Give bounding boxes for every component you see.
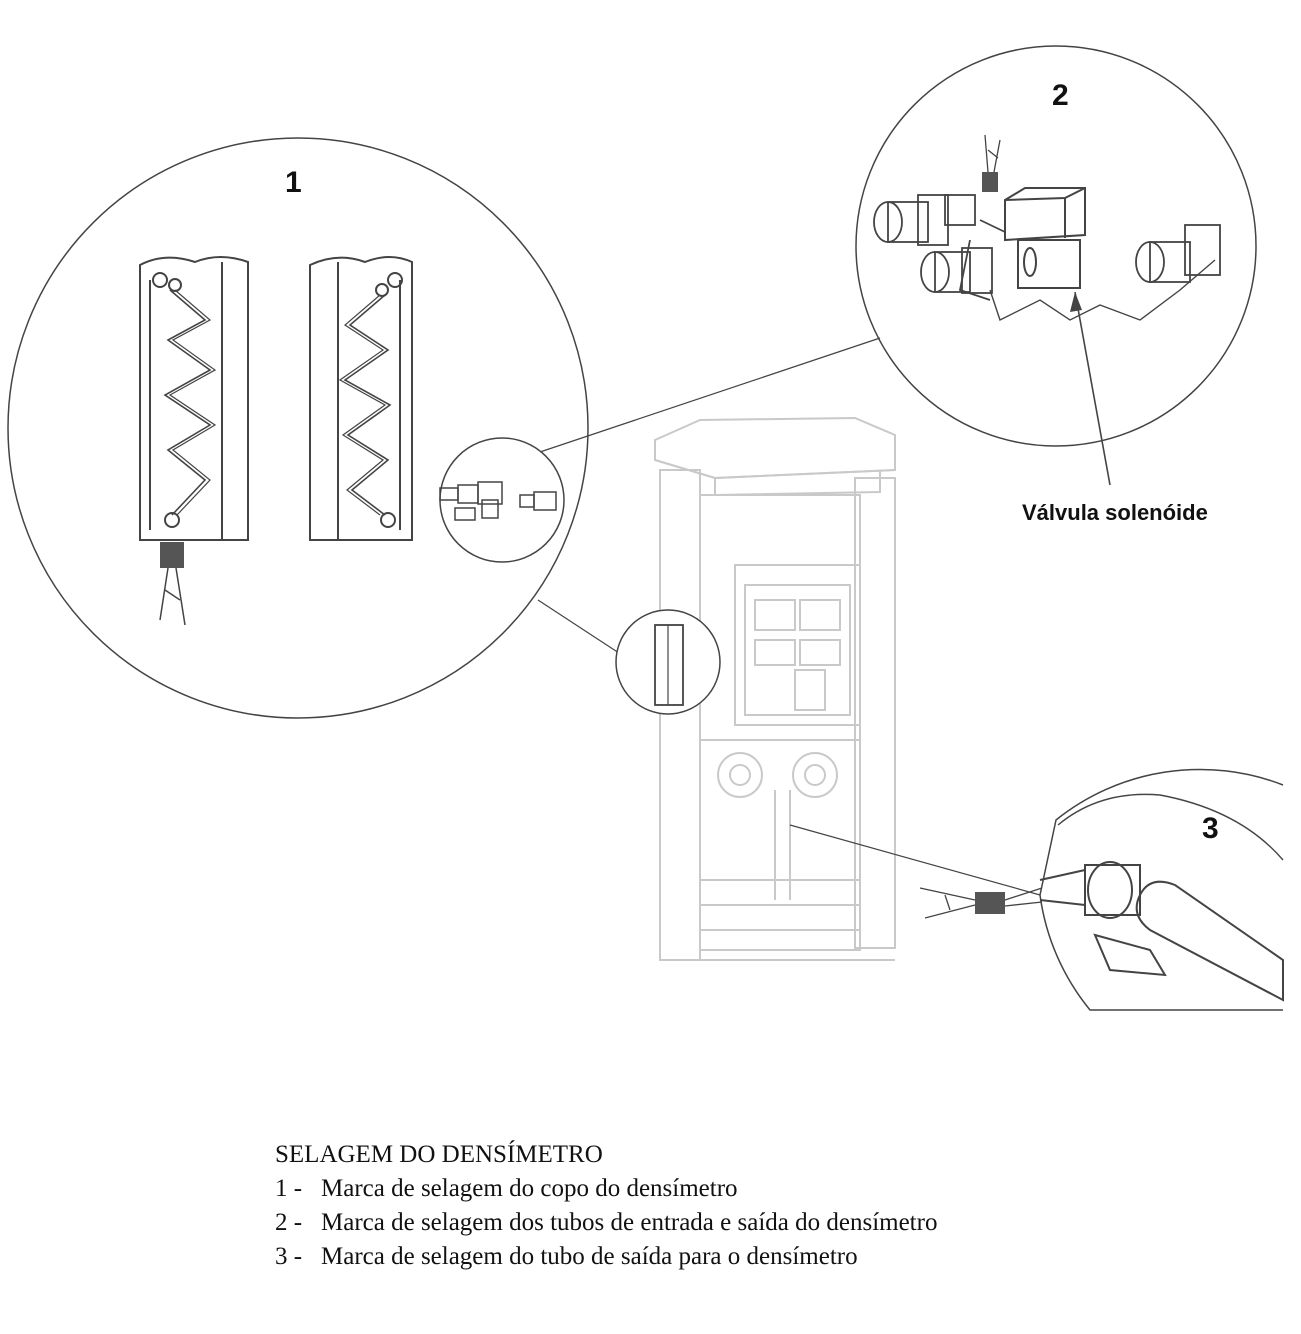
solenoid-valve [1004,187,1086,289]
densimeter-cup-left [139,256,249,541]
seal-tag-2 [982,172,998,192]
fittings-small-circle [439,437,565,563]
caption-item-number: 3 - [275,1243,303,1270]
callout-number-2: 2 [1052,79,1069,112]
pump-cabinet [654,416,896,961]
caption-title: SELAGEM DO DENSÍMETRO [275,1141,603,1168]
caption-item-text: Marca de selagem dos tubos de entrada e … [321,1209,938,1236]
callout-number-3: 3 [1202,812,1219,845]
seal-tag-3 [975,892,1005,914]
caption-item-text: Marca de selagem do tubo de saída para o… [321,1243,858,1270]
connector-lines [537,337,1041,896]
valve-label: Válvula solenóide [1022,500,1208,525]
caption-block: SELAGEM DO DENSÍMETRO 1 - Marca de selage… [275,1138,1275,1274]
detail-circle-2: 2 [855,45,1257,486]
diagram-svg: 1 [7,45,1284,1011]
seal-tag-1 [160,542,184,568]
densimeter-cup-right [309,256,413,541]
detail-circle-1: 1 [7,137,589,719]
caption-item-text: Marca de selagem do copo do densímetro [321,1175,738,1202]
caption-item-number: 1 - [275,1175,303,1202]
seal-wire-1 [159,567,186,626]
cabinet-cup-circle [615,609,721,715]
caption-item-number: 2 - [275,1209,303,1236]
pipe-fittings [873,194,1221,321]
detail-circle-3: 3 [919,768,1284,1011]
callout-number-1: 1 [285,166,302,199]
valve-pointer-line [1074,291,1111,486]
caption-item-2: 2 - Marca de selagem dos tubos de entrada… [275,1206,1275,1240]
caption-item-3: 3 - Marca de selagem do tubo de saída par… [275,1240,1275,1274]
outlet-tube [1039,861,1284,1002]
caption-item-1: 1 - Marca de selagem do copo do densímetr… [275,1172,1275,1206]
valve-pointer-arrowhead [1070,292,1082,312]
